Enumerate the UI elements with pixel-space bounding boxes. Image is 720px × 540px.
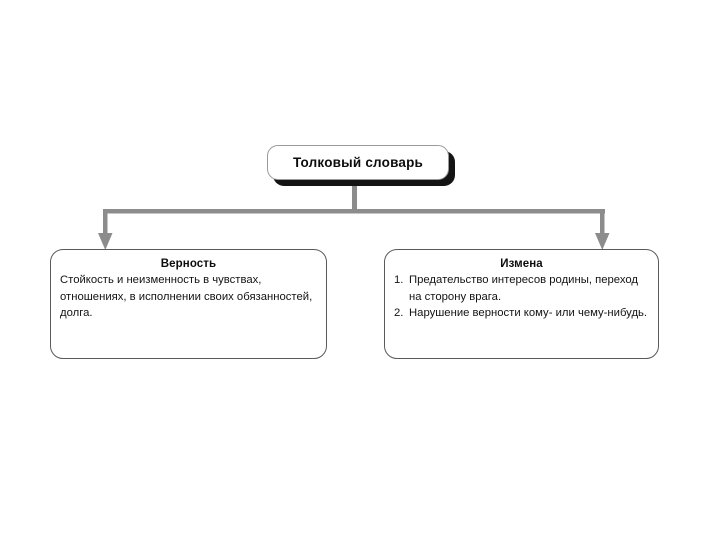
leaf-node-izmena-title: Измена xyxy=(500,258,543,270)
connector-arm-left xyxy=(103,209,108,235)
leaf-node-vernost-body: Стойкость и неизменность в чувствах, отн… xyxy=(60,272,317,322)
arrow-to-vernost-icon xyxy=(98,233,113,250)
connector-arm-right xyxy=(600,209,605,235)
list-item-number: 2. xyxy=(394,307,404,319)
leaf-node-izmena[interactable]: Измена 1. Предательство интересов родины… xyxy=(384,249,659,359)
root-node-face: Толковый словарь xyxy=(267,145,449,180)
leaf-node-vernost-title: Верность xyxy=(160,258,217,270)
root-node-tolkovyy-slovar[interactable]: Толковый словарь xyxy=(267,145,455,186)
leaf-node-vernost[interactable]: Верность Стойкость и неизменность в чувс… xyxy=(50,249,327,359)
list-item-text: Нарушение верности кому- или чему-нибудь… xyxy=(409,307,648,319)
root-node-label: Толковый словарь xyxy=(292,155,424,170)
connector-bus xyxy=(103,209,605,214)
leaf-node-izmena-list: 1. Предательство интересов родины, перех… xyxy=(394,272,649,322)
arrow-to-izmena-icon xyxy=(595,233,610,250)
list-item: 1. Предательство интересов родины, перех… xyxy=(394,272,649,305)
list-item: 2. Нарушение верности кому- или чему-ниб… xyxy=(394,305,649,322)
leaf-node-izmena-body: 1. Предательство интересов родины, перех… xyxy=(394,272,649,322)
leaf-node-vernost-definition: Стойкость и неизменность в чувствах, отн… xyxy=(60,274,313,319)
list-item-number: 1. xyxy=(394,274,404,286)
list-item-text: Предательство интересов родины, переход … xyxy=(409,274,638,303)
connector-stem xyxy=(352,186,357,213)
